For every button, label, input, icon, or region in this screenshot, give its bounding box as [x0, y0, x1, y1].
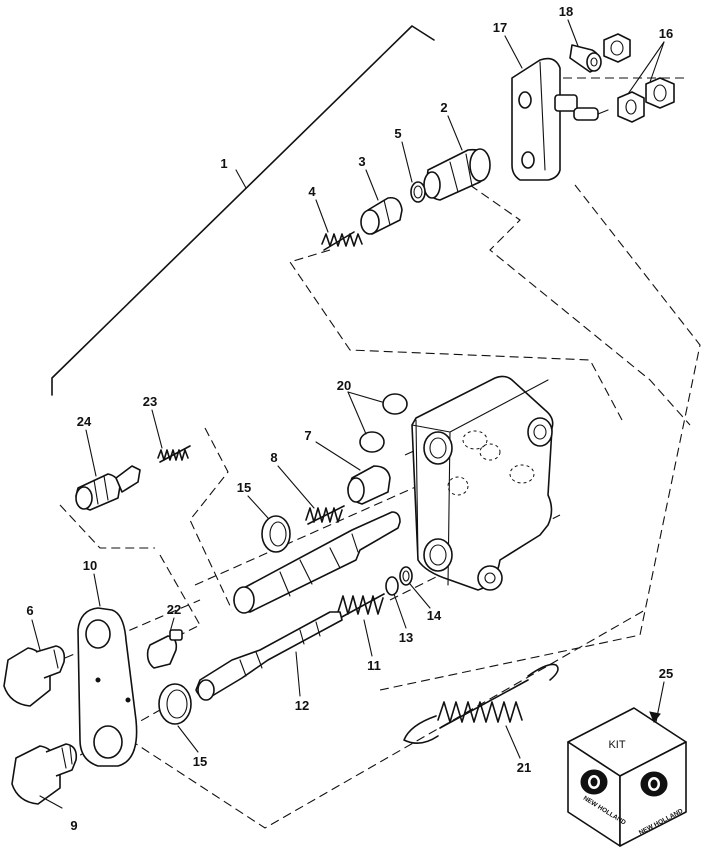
mounting-plate: [77, 607, 138, 767]
spool-sleeve: [233, 511, 401, 614]
callout-labels: 1 2 3 4 5 6 7 8 9 10 11 12 13 14 15 15 1…: [26, 4, 673, 833]
valve-seat: [423, 148, 491, 201]
relief-valve-assembly: [75, 465, 141, 511]
poppet-spring: [321, 231, 363, 251]
callout-9: 9: [70, 818, 77, 833]
callout-20: 20: [337, 378, 351, 393]
callout-15-lower: 15: [193, 754, 207, 769]
kit-label: KIT: [608, 739, 625, 751]
callout-6: 6: [26, 603, 33, 618]
kit-box: KIT NEW HOLLAND NEW HOLLAND: [567, 707, 687, 847]
callout-22: 22: [167, 602, 181, 617]
poppet-valve: [360, 196, 403, 235]
relief-spring: [157, 445, 191, 463]
check-spring: [305, 505, 345, 525]
callout-4: 4: [308, 184, 316, 199]
callout-13: 13: [399, 630, 413, 645]
spool-shaft: [195, 611, 343, 701]
tension-spring: [403, 663, 559, 744]
callout-24: 24: [77, 414, 92, 429]
callout-17: 17: [493, 20, 507, 35]
callout-5: 5: [394, 126, 401, 141]
cap-plug-lower: [359, 431, 385, 453]
seal-ring-upper: [261, 515, 291, 553]
callout-2: 2: [440, 100, 447, 115]
o-ring-small-upper: [410, 181, 426, 203]
callout-23: 23: [143, 394, 157, 409]
cap-plug-upper: [382, 393, 408, 415]
hex-nut-upper: [603, 33, 631, 63]
callout-18: 18: [559, 4, 573, 19]
callout-21: 21: [517, 760, 531, 775]
detent-gear: [146, 629, 183, 669]
check-poppet: [347, 465, 391, 505]
callout-12: 12: [295, 698, 309, 713]
washer-small: [385, 576, 399, 596]
callout-1: 1: [220, 156, 227, 171]
exploded-guide-lines: [59, 77, 701, 829]
callout-15-upper: 15: [237, 480, 251, 495]
callout-7: 7: [304, 428, 311, 443]
callout-10: 10: [83, 558, 97, 573]
assembly-bracket-line: [51, 25, 435, 396]
seal-ring-lower: [158, 683, 192, 725]
valve-body-housing: [411, 375, 554, 591]
bracket-plate: [511, 57, 609, 181]
hex-nut-lower: [617, 91, 645, 123]
new-holland-logo-right: [640, 771, 668, 797]
lock-tab-washer: [569, 44, 602, 73]
leader-lines: [31, 19, 665, 809]
snap-ring: [399, 566, 413, 586]
hex-nut-right: [645, 77, 675, 109]
hex-plug-lower: [11, 743, 78, 805]
callout-25: 25: [659, 666, 673, 681]
callout-8: 8: [270, 450, 277, 465]
hex-plug-upper: [3, 645, 66, 707]
callout-16: 16: [659, 26, 673, 41]
callout-11: 11: [367, 658, 381, 673]
spool-spring: [337, 593, 385, 619]
new-holland-logo-left: [580, 769, 608, 795]
callout-3: 3: [358, 154, 365, 169]
callout-14: 14: [427, 608, 442, 623]
